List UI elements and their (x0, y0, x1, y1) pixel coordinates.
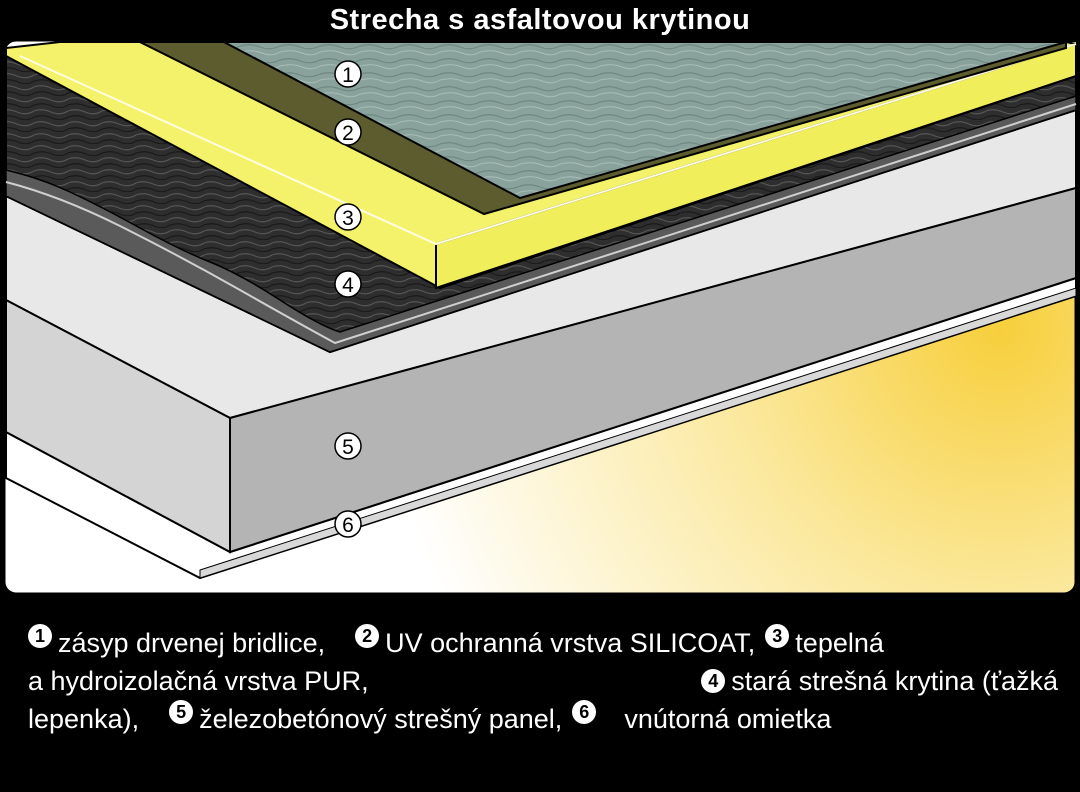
layer-4-wavy-edge (5, 94, 1077, 353)
legend-item-2: UV ochranná vrstva SILICOAT, (385, 628, 756, 658)
legend-badge-5: 5 (169, 700, 194, 724)
svg-text:5: 5 (342, 436, 354, 459)
marker-5: 5 (334, 432, 362, 460)
legend-line-1: 1 zásyp drvenej bridlice, 2 UV ochranná … (28, 624, 1058, 662)
legend-item-4a: stará strešná krytina (ťažká (731, 666, 1058, 696)
legend-line-3: lepenka), 5 železobetónový strešný panel… (28, 700, 1058, 738)
marker-1: 1 (334, 60, 362, 88)
marker-3: 3 (334, 203, 362, 231)
legend-item-3b: a hydroizolačná vrstva PUR, (28, 666, 369, 696)
legend-text: 1 zásyp drvenej bridlice, 2 UV ochranná … (28, 624, 1058, 738)
legend-item-3a: tepelná (795, 628, 884, 658)
marker-4: 4 (334, 270, 362, 298)
marker-6: 6 (334, 510, 362, 538)
legend-item-5: železobetónový strešný panel, (199, 704, 563, 734)
legend-badge-6: 6 (572, 700, 597, 724)
legend-badge-4: 4 (701, 669, 726, 693)
svg-text:6: 6 (342, 514, 354, 537)
svg-text:4: 4 (342, 274, 354, 297)
svg-text:1: 1 (342, 64, 354, 87)
legend-badge-3: 3 (765, 624, 790, 648)
legend-item-1: zásyp drvenej bridlice, (58, 628, 326, 658)
roof-layers-diagram: 1 2 3 4 5 6 (2, 38, 1078, 596)
marker-2: 2 (334, 118, 362, 146)
legend-item-4b: lepenka), (28, 704, 140, 734)
svg-text:3: 3 (342, 207, 354, 230)
layer-5-concrete-side (229, 186, 1077, 554)
legend-badge-1: 1 (28, 624, 52, 648)
legend-panel: 1 zásyp drvenej bridlice, 2 UV ochranná … (6, 604, 1074, 788)
layer-6-plaster-edge (199, 287, 1077, 579)
layer-1-slate (223, 41, 1067, 200)
legend-item-6: vnútorná omietka (624, 704, 832, 734)
legend-badge-2: 2 (355, 624, 380, 648)
svg-text:2: 2 (342, 122, 354, 145)
diagram-title: Strecha s asfaltovou krytinou (329, 4, 751, 36)
